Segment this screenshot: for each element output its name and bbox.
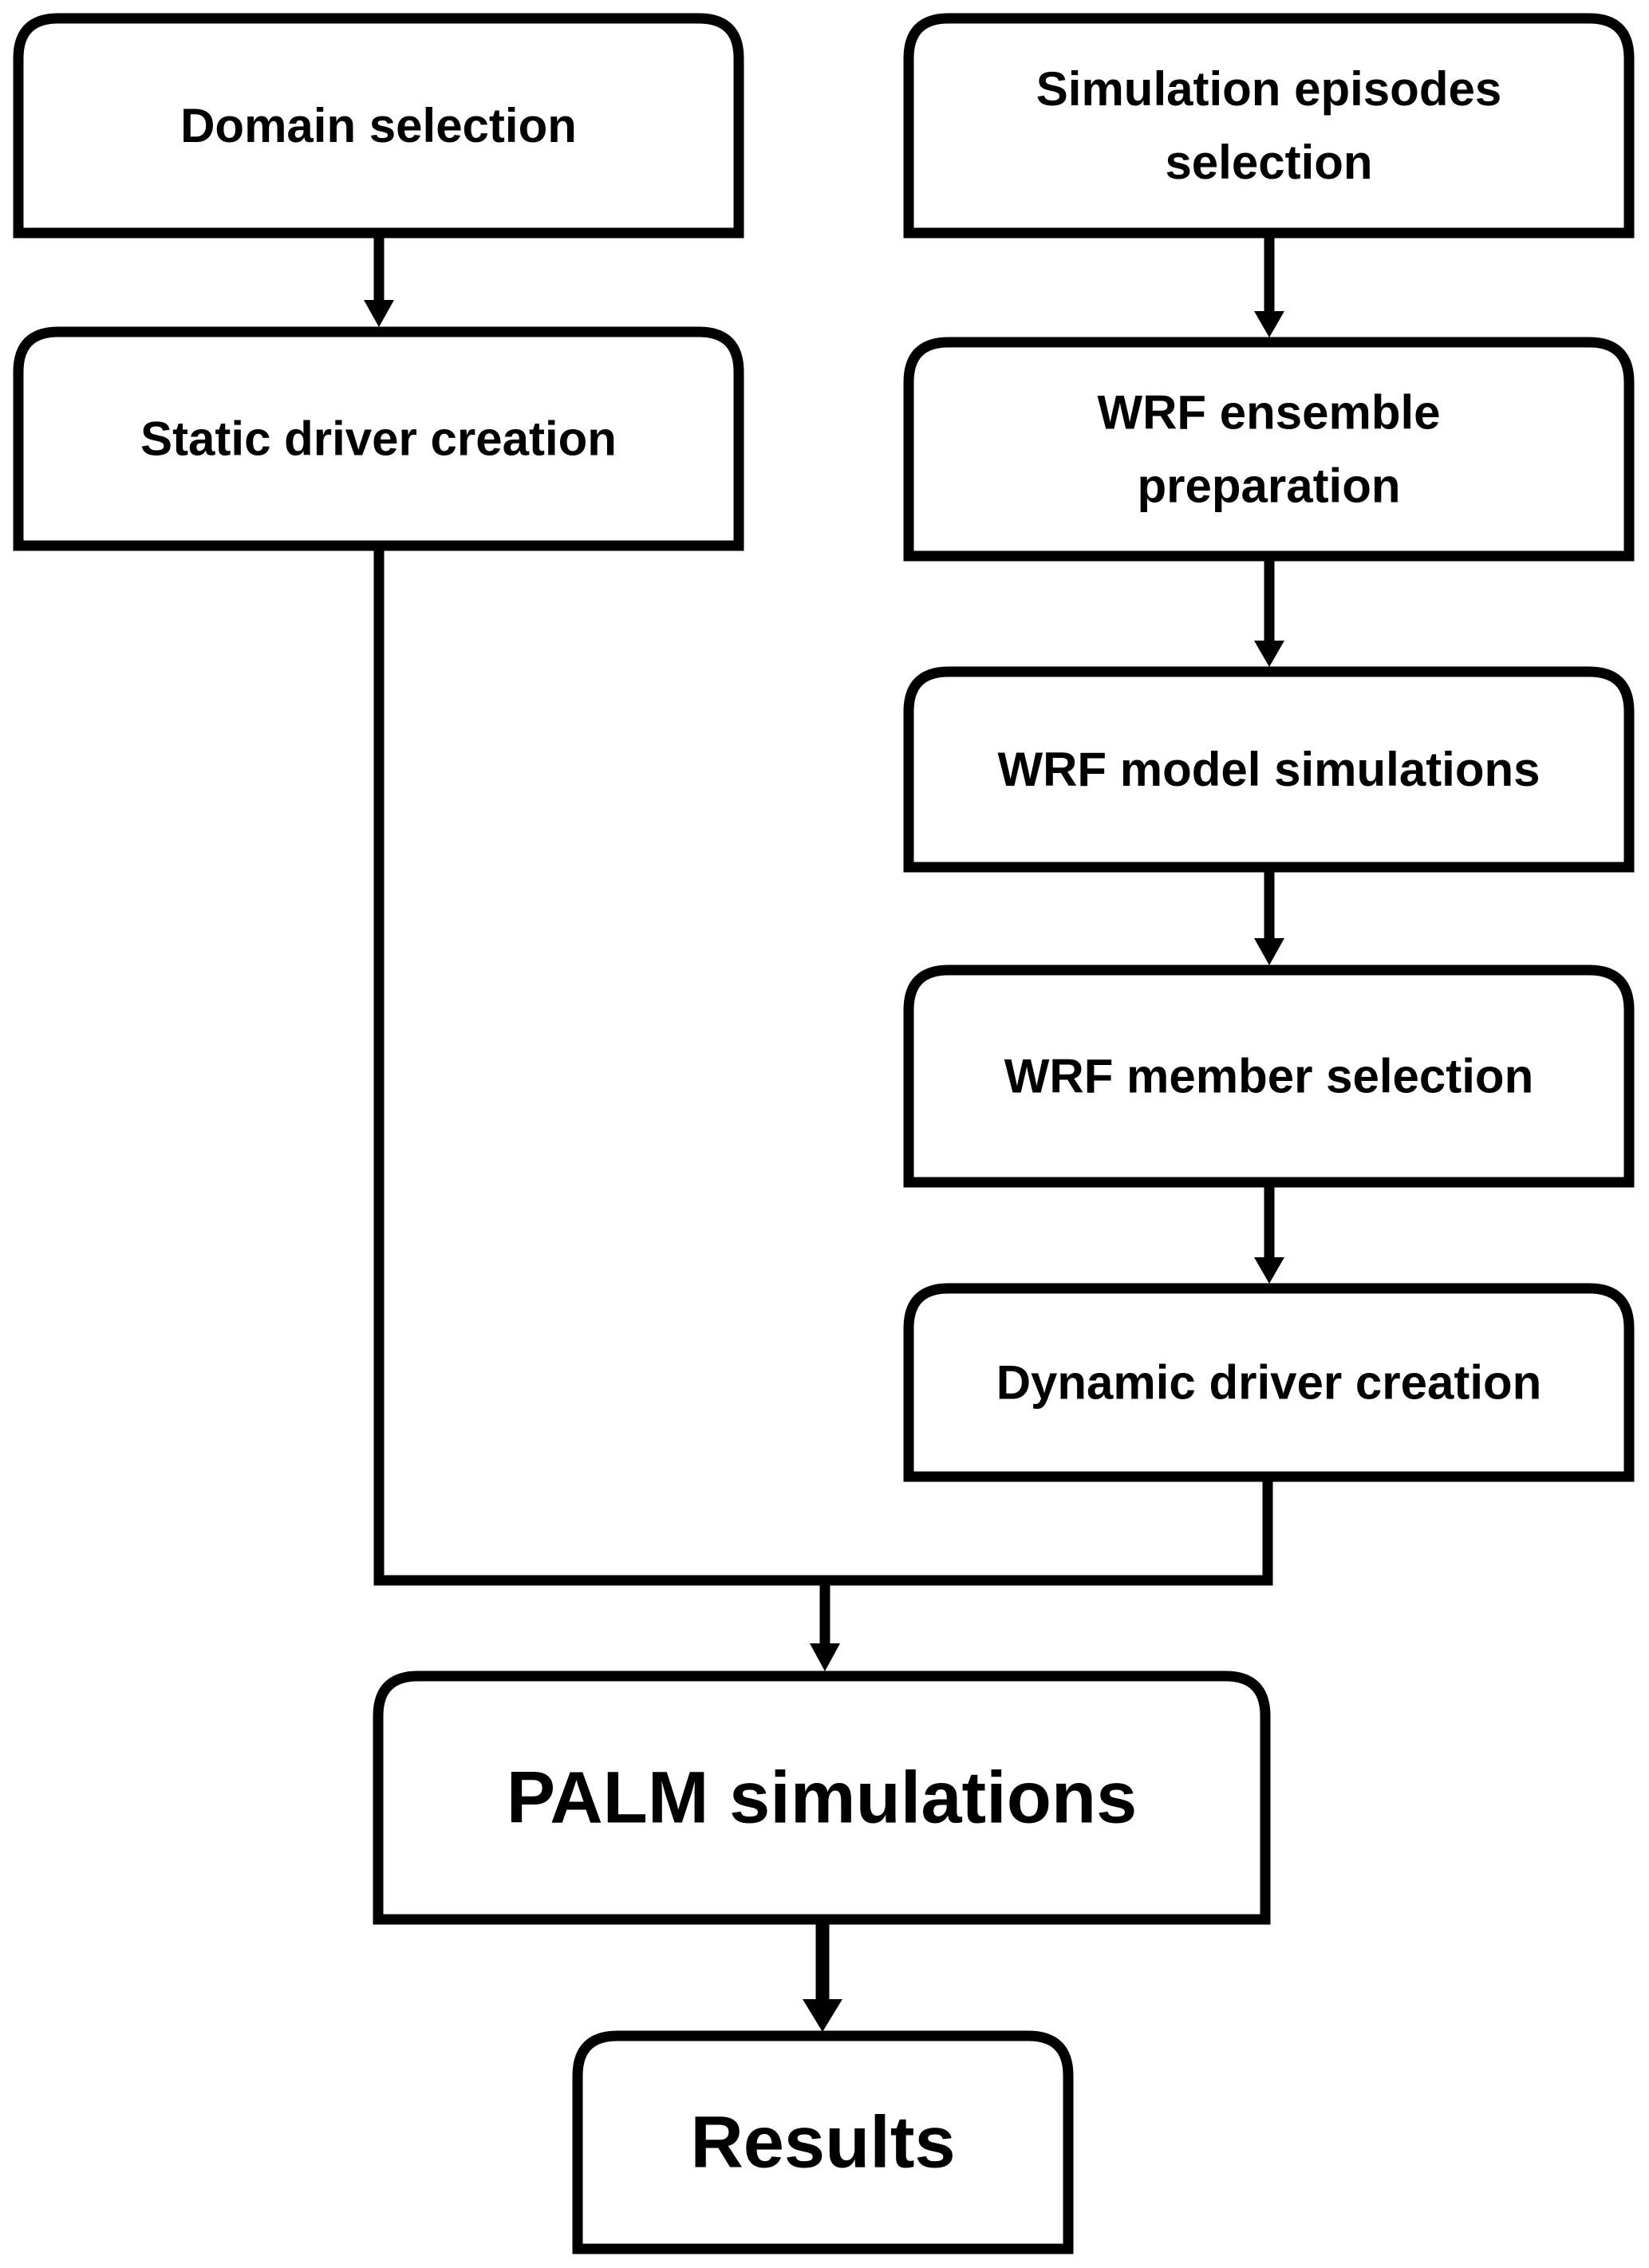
node-static-driver: Static driver creation — [13, 326, 744, 551]
node-box — [903, 13, 1635, 239]
arrowhead-episodes-to-ensemble — [1254, 311, 1284, 337]
arrowhead-model-to-member — [1254, 938, 1284, 965]
node-label: PALM simulations — [507, 1757, 1138, 1839]
node-label: preparation — [1137, 460, 1400, 513]
node-box — [13, 13, 744, 239]
node-label: WRF model simulations — [997, 743, 1540, 796]
node-label: Simulation episodes — [1036, 62, 1501, 116]
node-box — [903, 337, 1635, 562]
node-label: WRF member selection — [1004, 1050, 1534, 1103]
node-box — [903, 964, 1635, 1188]
arrowhead-ensemble-to-model — [1254, 641, 1284, 667]
node-label: Static driver creation — [140, 412, 617, 466]
node-simulation-episodes: Simulation episodes selection — [903, 13, 1635, 239]
arrowhead-merge-to-palm — [810, 1643, 840, 1671]
node-label: Dynamic driver creation — [996, 1356, 1542, 1410]
node-box — [373, 1670, 1271, 1925]
node-box — [903, 1283, 1635, 1482]
connectors — [364, 238, 1284, 2032]
node-wrf-ensemble: WRF ensemble preparation — [903, 337, 1635, 562]
node-label: Results — [690, 2102, 955, 2183]
node-box — [903, 666, 1635, 873]
node-box — [572, 2030, 1074, 2254]
node-results: Results — [572, 2030, 1074, 2254]
node-label: WRF ensemble — [1097, 386, 1440, 440]
arrowhead-palm-to-results — [803, 1999, 842, 2032]
arrowhead-member-to-dynamic — [1254, 1257, 1284, 1284]
node-wrf-member: WRF member selection — [903, 964, 1635, 1188]
node-box — [13, 326, 744, 551]
node-dynamic-driver: Dynamic driver creation — [903, 1283, 1635, 1482]
node-wrf-model: WRF model simulations — [903, 666, 1635, 873]
node-label: selection — [1165, 136, 1372, 189]
arrowhead-domain-to-static — [364, 300, 394, 327]
node-palm: PALM simulations — [373, 1670, 1271, 1925]
node-label: Domain selection — [180, 99, 577, 152]
node-domain-selection: Domain selection — [13, 13, 744, 239]
